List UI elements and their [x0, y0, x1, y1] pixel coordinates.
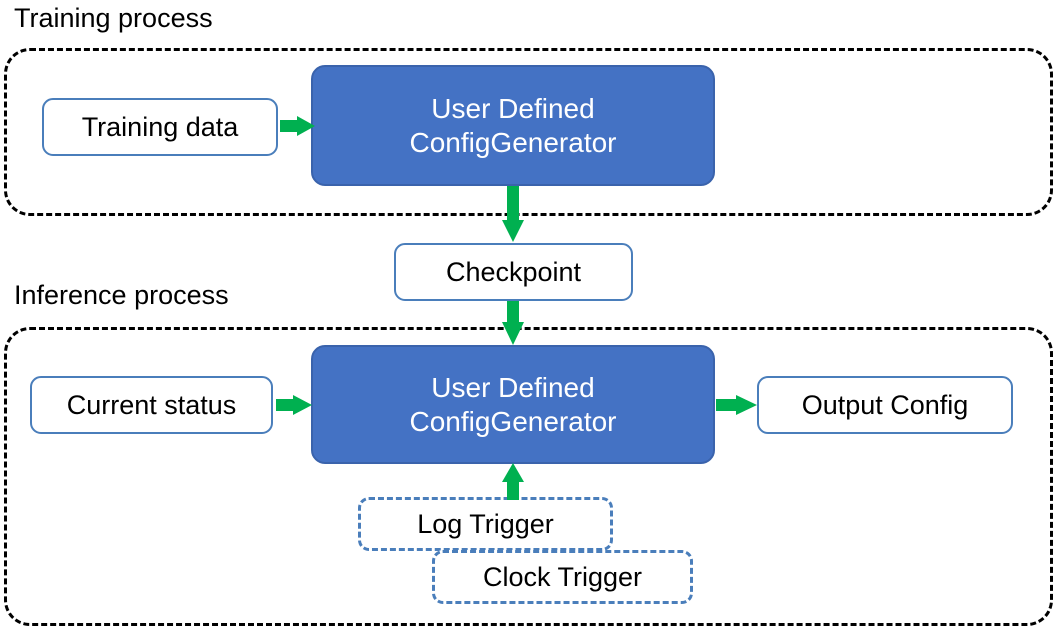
node-checkpoint[interactable]: Checkpoint [394, 243, 633, 301]
generator-infer-line1: User Defined [431, 371, 595, 403]
node-training-data[interactable]: Training data [42, 98, 278, 156]
inference-process-group [4, 327, 1053, 626]
node-user-defined-configgenerator-inference[interactable]: User Defined ConfigGenerator [311, 345, 715, 464]
training-process-group [4, 48, 1053, 216]
node-output-config[interactable]: Output Config [757, 376, 1013, 434]
node-clock-trigger[interactable]: Clock Trigger [432, 550, 693, 604]
node-log-trigger[interactable]: Log Trigger [358, 497, 613, 551]
node-user-defined-configgenerator-training[interactable]: User Defined ConfigGenerator [311, 65, 715, 186]
generator-train-line1: User Defined [431, 92, 595, 124]
node-current-status[interactable]: Current status [30, 376, 273, 434]
inference-process-title: Inference process [14, 280, 229, 310]
training-process-title: Training process [14, 3, 213, 33]
generator-infer-line2: ConfigGenerator [409, 405, 617, 437]
generator-train-line2: ConfigGenerator [409, 126, 617, 158]
